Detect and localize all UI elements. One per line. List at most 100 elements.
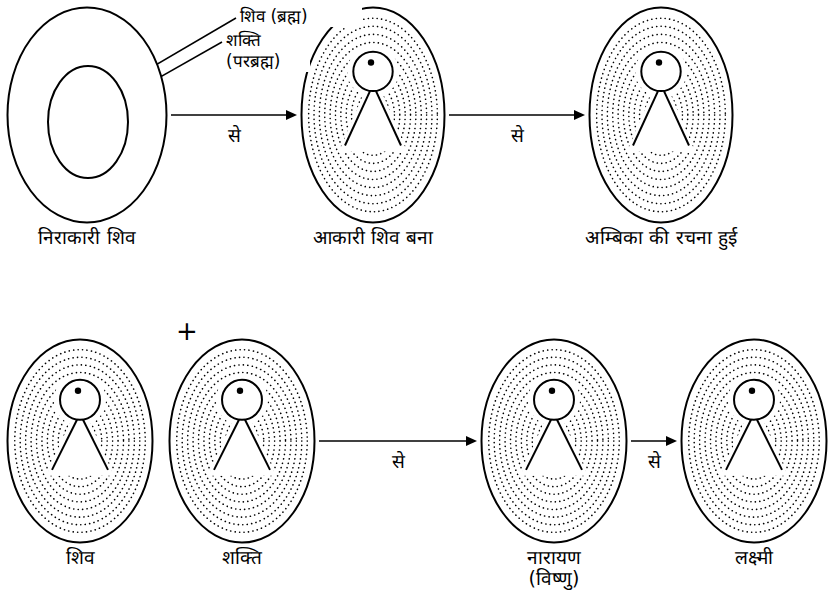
arrowhead: [574, 110, 585, 120]
figure-head: [60, 380, 100, 420]
figure-leg: [757, 420, 782, 470]
dot-ring: [711, 380, 798, 502]
edge-label: से: [646, 451, 663, 472]
dot-ring: [705, 372, 803, 509]
dot-ring: [199, 380, 286, 502]
node-caption: लक्ष्मी: [684, 547, 824, 568]
dot-ring: [613, 42, 710, 187]
dot-ring: [193, 372, 291, 509]
figure-leg: [214, 420, 239, 470]
oval-shape: [6, 6, 168, 224]
dot-ring: [607, 34, 714, 195]
figure-dot: [368, 59, 374, 65]
figure-dot: [75, 388, 81, 394]
oval-outline: [170, 340, 315, 543]
figure-leg: [345, 91, 370, 145]
connector-line: [631, 440, 667, 442]
dot-ring: [505, 372, 603, 509]
oval-outline: [482, 340, 627, 543]
figure-dot: [749, 388, 755, 394]
dot-ring: [37, 380, 124, 502]
oval-shape: [480, 338, 628, 544]
oval-node: आकारी शिव बना: [300, 6, 446, 250]
dot-ring: [511, 380, 598, 502]
figure-leg: [376, 91, 401, 145]
dot-ring: [700, 365, 809, 517]
connector-line: [319, 440, 467, 442]
node-caption: आकारी शिव बना: [273, 227, 473, 248]
callout-label: शिव (ब्रह्म): [238, 6, 362, 27]
figure-head: [641, 52, 680, 91]
node-caption: निराकारी शिव: [0, 227, 187, 248]
dot-ring: [597, 18, 726, 212]
figure-leg: [83, 420, 108, 470]
figure-head: [353, 52, 392, 91]
oval-outline: [590, 8, 733, 223]
dot-ring: [182, 357, 302, 524]
figure-ground: [635, 46, 686, 97]
oval-node: निराकारी शिव: [6, 6, 168, 250]
oval-node: लक्ष्मी: [680, 338, 828, 570]
dot-ring: [489, 350, 620, 533]
callout-label: शक्ति (परब्रह्म): [224, 30, 310, 72]
oval-outline: [682, 340, 827, 543]
oval-node: नारायण (विष्णु): [480, 338, 628, 591]
oval-node: अम्बिका की रचना हुई: [588, 6, 734, 250]
figure-ground: [728, 374, 780, 426]
inner-oval: [48, 66, 128, 178]
connector-line: [449, 114, 575, 116]
dot-ring: [618, 51, 704, 180]
dot-ring: [309, 18, 438, 212]
figure-ground: [216, 374, 268, 426]
figure-dot: [656, 59, 662, 65]
dot-ring: [20, 357, 140, 524]
node-caption: शक्ति: [172, 547, 312, 568]
dot-ring: [26, 365, 135, 517]
oval-shape: [588, 6, 734, 224]
figure-leg: [726, 420, 751, 470]
arrowhead: [286, 110, 297, 120]
oval-shape: [6, 338, 154, 544]
figure-leg: [557, 420, 582, 470]
oval-outline: [302, 8, 445, 223]
figure-ground: [54, 374, 106, 426]
figure-dot: [237, 388, 243, 394]
plus-sign: +: [170, 316, 204, 346]
node-caption: नारायण (विष्णु): [508, 547, 600, 589]
node-caption: अम्बिका की रचना हुई: [546, 227, 776, 248]
oval-node: शिव: [6, 338, 154, 570]
oval-shape: [168, 338, 316, 544]
figure-leg: [526, 420, 551, 470]
dot-ring: [314, 26, 432, 203]
arrow-connector: [171, 110, 297, 120]
dot-ring: [689, 350, 820, 533]
figure-leg: [633, 91, 658, 145]
figure-leg: [52, 420, 77, 470]
arrow-connector: [449, 110, 585, 120]
dot-ring: [500, 365, 609, 517]
dot-ring: [494, 357, 614, 524]
edge-label: से: [226, 125, 243, 146]
arrowhead: [666, 436, 677, 446]
dot-ring: [177, 350, 308, 533]
dot-ring: [330, 51, 416, 180]
dot-ring: [325, 42, 422, 187]
dot-ring: [15, 350, 146, 533]
dot-ring: [188, 365, 297, 517]
dot-ring: [31, 372, 129, 509]
figure-ground: [347, 46, 398, 97]
figure-head: [534, 380, 574, 420]
figure-leg: [664, 91, 689, 145]
dot-ring: [694, 357, 814, 524]
dot-ring: [602, 26, 720, 203]
oval-outline: [8, 8, 167, 223]
oval-node: शक्ति: [168, 338, 316, 570]
figure-dot: [549, 388, 555, 394]
figure-head: [734, 380, 774, 420]
edge-label: से: [390, 451, 407, 472]
oval-shape: [680, 338, 828, 544]
arrow-connector: [631, 436, 677, 446]
figure-leg: [245, 420, 270, 470]
oval-shape: [300, 6, 446, 224]
